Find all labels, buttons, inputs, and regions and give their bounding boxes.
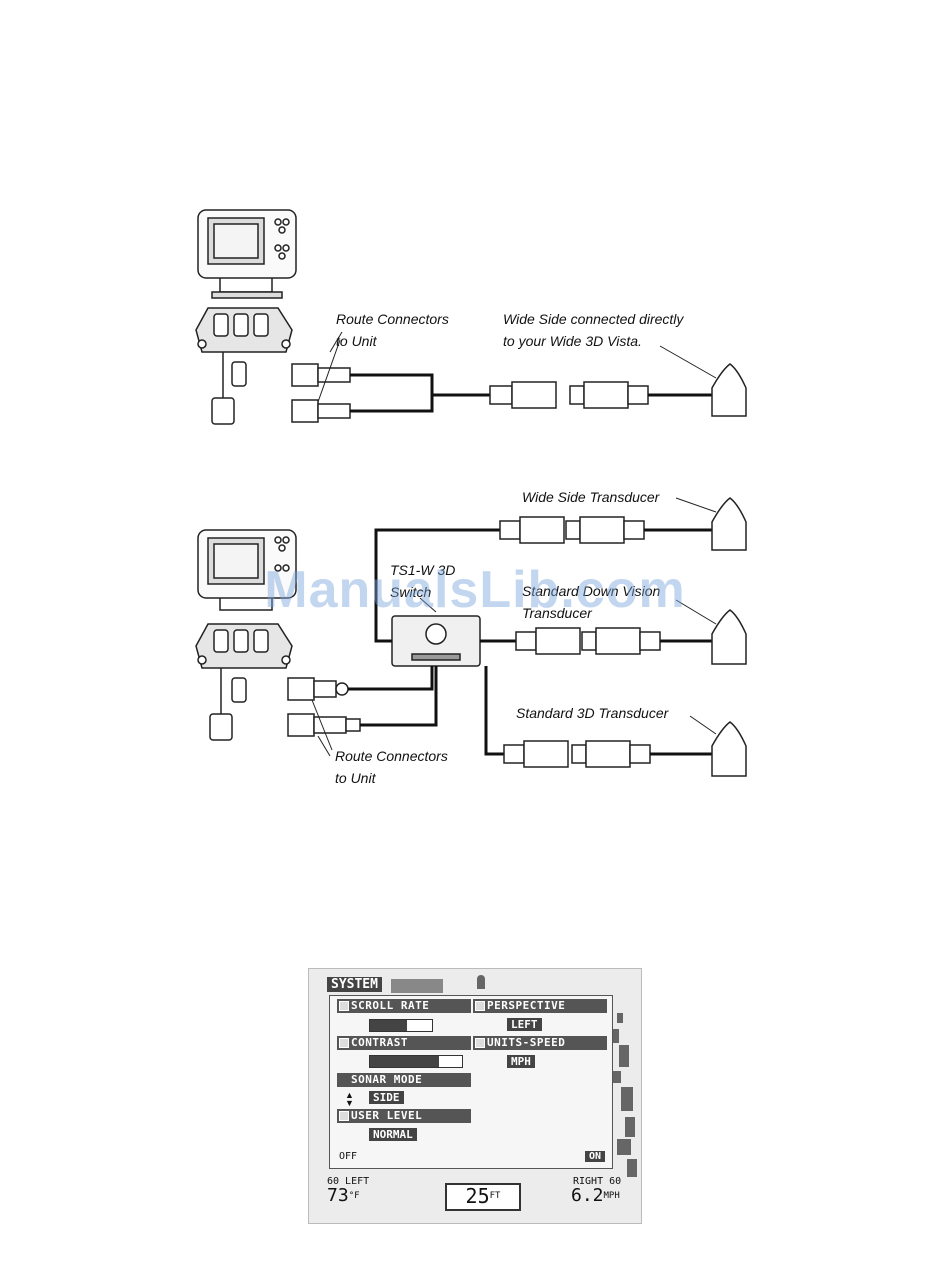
display-unit-2 bbox=[197, 529, 297, 611]
user-level-label: USER LEVEL bbox=[351, 1109, 423, 1122]
standard-down-vision-transducer bbox=[711, 609, 747, 665]
leader-route-1b bbox=[317, 339, 341, 403]
scroll-rate-slider-fill bbox=[370, 1020, 408, 1031]
route-connector-plug-2b bbox=[287, 713, 361, 737]
menu-title: SYSTEM bbox=[327, 977, 382, 992]
ts1-w-3d-switch bbox=[391, 615, 481, 667]
on-label[interactable]: ON bbox=[585, 1151, 606, 1162]
label-standard-3d-transducer: Standard 3D Transducer bbox=[516, 705, 669, 721]
user-level-value: NORMAL bbox=[369, 1128, 417, 1141]
depth-value: 25 bbox=[465, 1184, 490, 1208]
leader-wide-1 bbox=[659, 345, 717, 379]
sonar-mode-row[interactable]: SONAR MODE bbox=[337, 1073, 471, 1087]
units-speed-label: UNITS-SPEED bbox=[487, 1036, 566, 1049]
extension-connector-2c bbox=[503, 740, 651, 768]
system-menu-screen: SYSTEM SCROLL RATE CONTRAST SONAR MODE ▲… bbox=[308, 968, 642, 1224]
leader-wide-2 bbox=[675, 497, 717, 513]
contrast-slider[interactable] bbox=[369, 1055, 463, 1068]
units-speed-row[interactable]: UNITS-SPEED bbox=[473, 1036, 607, 1050]
boat-icon bbox=[477, 975, 485, 989]
cable-1 bbox=[350, 373, 490, 413]
units-speed-checkbox[interactable] bbox=[475, 1038, 485, 1048]
perspective-checkbox[interactable] bbox=[475, 1001, 485, 1011]
extension-connector-1 bbox=[489, 381, 649, 409]
title-tab-fill bbox=[391, 979, 443, 993]
perspective-value: LEFT bbox=[507, 1018, 542, 1031]
speed-unit: MPH bbox=[603, 1191, 620, 1201]
extension-connector-2a bbox=[499, 516, 645, 544]
cable-2 bbox=[348, 528, 516, 756]
leader-route-2b bbox=[311, 699, 333, 751]
contrast-row[interactable]: CONTRAST bbox=[337, 1036, 471, 1050]
scroll-rate-checkbox[interactable] bbox=[339, 1001, 349, 1011]
label-wide-side-transducer: Wide Side Transducer bbox=[522, 489, 660, 505]
left-range-label: 60 LEFT bbox=[327, 1176, 370, 1187]
user-level-checkbox[interactable] bbox=[339, 1111, 349, 1121]
route-connector-plug-1a bbox=[291, 363, 351, 387]
temperature-value: 73 bbox=[327, 1185, 349, 1206]
sonar-return-strip bbox=[611, 1013, 637, 1177]
perspective-row[interactable]: PERSPECTIVE bbox=[473, 999, 607, 1013]
contrast-label: CONTRAST bbox=[351, 1036, 408, 1049]
speed-value: 6.2 bbox=[571, 1185, 604, 1206]
scroll-rate-row[interactable]: SCROLL RATE bbox=[337, 999, 471, 1013]
leader-route-2a bbox=[317, 735, 331, 757]
wide-side-transducer-2 bbox=[711, 497, 747, 551]
watermark: ManualsLib.com bbox=[264, 561, 686, 619]
leader-route-1a bbox=[329, 331, 343, 353]
scroll-rate-label: SCROLL RATE bbox=[351, 999, 430, 1012]
standard-3d-transducer bbox=[711, 721, 747, 777]
depth-readout: 25FT bbox=[445, 1183, 521, 1211]
sonar-mode-value: SIDE bbox=[369, 1091, 404, 1104]
sonar-mode-label: SONAR MODE bbox=[351, 1073, 423, 1086]
contrast-slider-fill bbox=[370, 1056, 439, 1067]
temperature-readout: 73°F bbox=[327, 1187, 360, 1206]
contrast-checkbox[interactable] bbox=[339, 1038, 349, 1048]
temperature-unit: °F bbox=[348, 1191, 360, 1201]
mounting-bracket-1 bbox=[195, 307, 293, 425]
wide-side-transducer-1 bbox=[711, 363, 747, 417]
off-label[interactable]: OFF bbox=[339, 1151, 358, 1162]
display-unit-1 bbox=[197, 209, 297, 299]
leader-switch bbox=[419, 597, 437, 613]
user-level-row[interactable]: USER LEVEL bbox=[337, 1109, 471, 1123]
sonar-mode-arrows-icon[interactable]: ▲▼ bbox=[345, 1090, 354, 1108]
speed-readout: 6.2MPH bbox=[571, 1187, 620, 1206]
scroll-rate-slider[interactable] bbox=[369, 1019, 433, 1032]
right-range-label: RIGHT 60 bbox=[573, 1176, 622, 1187]
units-speed-value: MPH bbox=[507, 1055, 535, 1068]
leader-3d bbox=[689, 715, 717, 735]
perspective-label: PERSPECTIVE bbox=[487, 999, 566, 1012]
route-connector-plug-1b bbox=[291, 399, 351, 423]
depth-unit: FT bbox=[489, 1191, 501, 1201]
mounting-bracket-2 bbox=[195, 623, 293, 741]
route-connector-plug-2a bbox=[287, 677, 349, 701]
extension-connector-2b bbox=[515, 627, 661, 655]
leader-down-vision bbox=[675, 599, 717, 625]
